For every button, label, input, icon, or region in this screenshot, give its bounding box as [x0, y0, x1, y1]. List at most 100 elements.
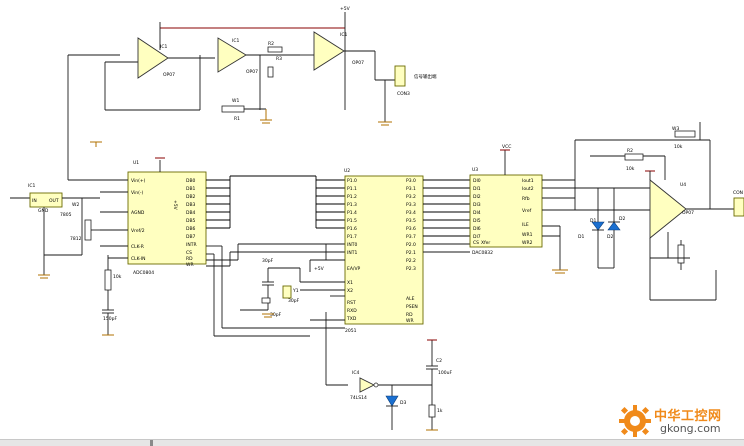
scrollbar-thumb[interactable]	[150, 440, 153, 446]
adc-mcu-bus	[206, 175, 345, 337]
dac-pin-di3: DI3	[473, 202, 481, 208]
output-connector	[733, 197, 744, 217]
watermark-title: 中华工控网	[654, 409, 722, 424]
mcu-pin-rst: RST	[347, 300, 356, 306]
cap-c2-label: C2	[436, 358, 442, 364]
mcu-pin-r2: P3.2	[406, 194, 416, 200]
resistor-clk	[104, 269, 112, 291]
cap-main-label: 100uF	[438, 370, 452, 376]
opamp-u4-ref: U4	[680, 182, 686, 188]
pot-w3	[674, 130, 696, 138]
gear-icon	[619, 405, 651, 437]
zener-d2-label: D2	[619, 216, 625, 222]
zener-d1	[591, 221, 605, 231]
mcu-pin-r5: P3.5	[406, 218, 416, 224]
connector-top-note: 信号输出端	[414, 73, 437, 80]
buffer-part: 74LS14	[350, 395, 367, 401]
opamp-u4	[649, 179, 687, 239]
cap-c30-b: 30pF	[270, 312, 282, 318]
adc-pin-db7: DB7	[186, 234, 196, 240]
dac-pin-di4: DI4	[473, 210, 481, 216]
opamp-2-part: OP07	[246, 69, 258, 75]
diode-d1-label: D1	[578, 234, 584, 240]
dac-vcc: VCC	[502, 144, 511, 150]
dac-pin-wr2: WR2	[522, 240, 533, 246]
adc-section: U1 ADC0804 +5V Vin(+) Vin(-) AGND Vref/2…	[100, 157, 207, 276]
horizontal-scrollbar[interactable]	[0, 439, 744, 446]
opamp-3-part: OP07	[352, 60, 364, 66]
adc-pin-db1: DB1	[186, 186, 196, 192]
dac-pin-di7: DI7	[473, 234, 481, 240]
dac-pin-ile: ILE	[522, 222, 529, 228]
mcu-pin-r3: P3.3	[406, 202, 416, 208]
resistor-r3	[267, 66, 274, 78]
dac-pin-vref: Vref	[522, 208, 532, 214]
opamp-2-ref: IC1	[232, 38, 239, 44]
dac-pin-di0: DI0	[473, 178, 481, 184]
opamp-u4-part: OP07	[682, 210, 694, 216]
resistor-r2	[267, 46, 283, 53]
cap-clk-label: 150pF	[103, 316, 117, 322]
mcu-pin-r0: P3.0	[406, 178, 416, 184]
dac-pin-xfer: Xfer	[481, 240, 490, 246]
adc-pin-db4: DB4	[186, 210, 196, 216]
res-r2-label: R2	[268, 41, 274, 47]
buffer-74ls14	[359, 377, 376, 393]
buffer-ref: IC4	[352, 370, 359, 376]
diode-d2-label: D2	[607, 234, 613, 240]
regulator-gnd: GND	[38, 208, 49, 214]
pot-w3-label: W3	[672, 126, 679, 132]
dac0832-chip	[469, 174, 543, 248]
output-connector-ref: CON	[733, 190, 743, 196]
dac-pin-di5: DI5	[473, 218, 481, 224]
adc0804-chip	[127, 171, 207, 265]
dac-pin-di1: DI1	[473, 186, 481, 192]
crystal-y1	[282, 285, 292, 299]
opamp-3-ref: IC1	[340, 32, 347, 38]
dac-pin-iout1: Iout1	[522, 178, 534, 184]
mcu-2051-chip	[344, 175, 424, 325]
mcu-part: 2051	[345, 328, 357, 334]
dac-pin-iout2: Iout2	[522, 186, 534, 192]
adc-left-pins: Vin(+) Vin(-) AGND Vref/2 CLK-R CLK-IN	[100, 178, 146, 262]
mcu-dac-bus	[423, 179, 470, 253]
cap-c30-a: 30pF	[262, 258, 274, 264]
adc-vcc: +5V	[172, 200, 178, 211]
adc-pin-wr: WR	[186, 262, 194, 268]
res-clk-label: 10k	[113, 274, 122, 280]
mcu-pin-l7: P1.7	[347, 234, 357, 240]
opamp-chain: +5V IC1 OP07 IC1 OP07 W1 R1 R2 R3 IC1 OP…	[67, 6, 437, 180]
mcu-pin-l5: P1.5	[347, 218, 357, 224]
signal-output-connector	[394, 65, 406, 87]
adc-pin-db2: DB2	[186, 194, 196, 200]
mcu-pin-r8: P2.0	[406, 242, 416, 248]
dac-pin-wr1: WR1	[522, 232, 533, 238]
adc-pin-cs: CS	[186, 250, 192, 256]
res-reset-label: 1k	[437, 408, 443, 414]
gkong-watermark: 中华工控网 gkong.com	[614, 402, 744, 440]
regulator-section: IC1 IN OUT GND 7805 W2 7812 10k 150pF	[10, 141, 122, 336]
pot-offset	[677, 244, 685, 264]
adc-pin-clkr: CLK-R	[131, 244, 144, 250]
crystal-section: 30pF Y1 30pF 30pF	[240, 258, 345, 318]
mcu-pin-r6: P3.6	[406, 226, 416, 232]
adc-part: ADC0804	[133, 270, 154, 276]
mcu-pin-l4: P1.4	[347, 210, 357, 216]
mcu-pin-r7: P3.7	[406, 234, 416, 240]
diode-d3-label: D3	[400, 400, 406, 406]
adc-pin-intr: INTR	[186, 242, 197, 248]
resistor-feedback-1	[221, 105, 245, 113]
mcu-pin-psen: PSEN	[406, 304, 418, 310]
output-section: W3 10k R2 10k D1 D2 D1 D2 U4 OP07	[570, 122, 744, 301]
watermark-url: gkong.com	[660, 422, 721, 435]
regulator-out: OUT	[49, 198, 59, 204]
opamp-1	[137, 37, 169, 79]
opamp-1-ref: IC1	[160, 44, 167, 50]
dac-pin-di6: DI6	[473, 226, 481, 232]
mcu-section: U2 2051 P1.0 P1.1 P1.2 P1.3 P1.4 P1.5 P1…	[309, 168, 424, 334]
pot-w2-label: W2	[72, 202, 79, 208]
pot-p1-label: W1	[232, 98, 239, 104]
adc-right-pins: DB0 DB1 DB2 DB3 DB4 DB5 DB6 DB7 INTR CS …	[186, 178, 197, 268]
adc-pin-vinm: Vin(-)	[131, 190, 143, 196]
